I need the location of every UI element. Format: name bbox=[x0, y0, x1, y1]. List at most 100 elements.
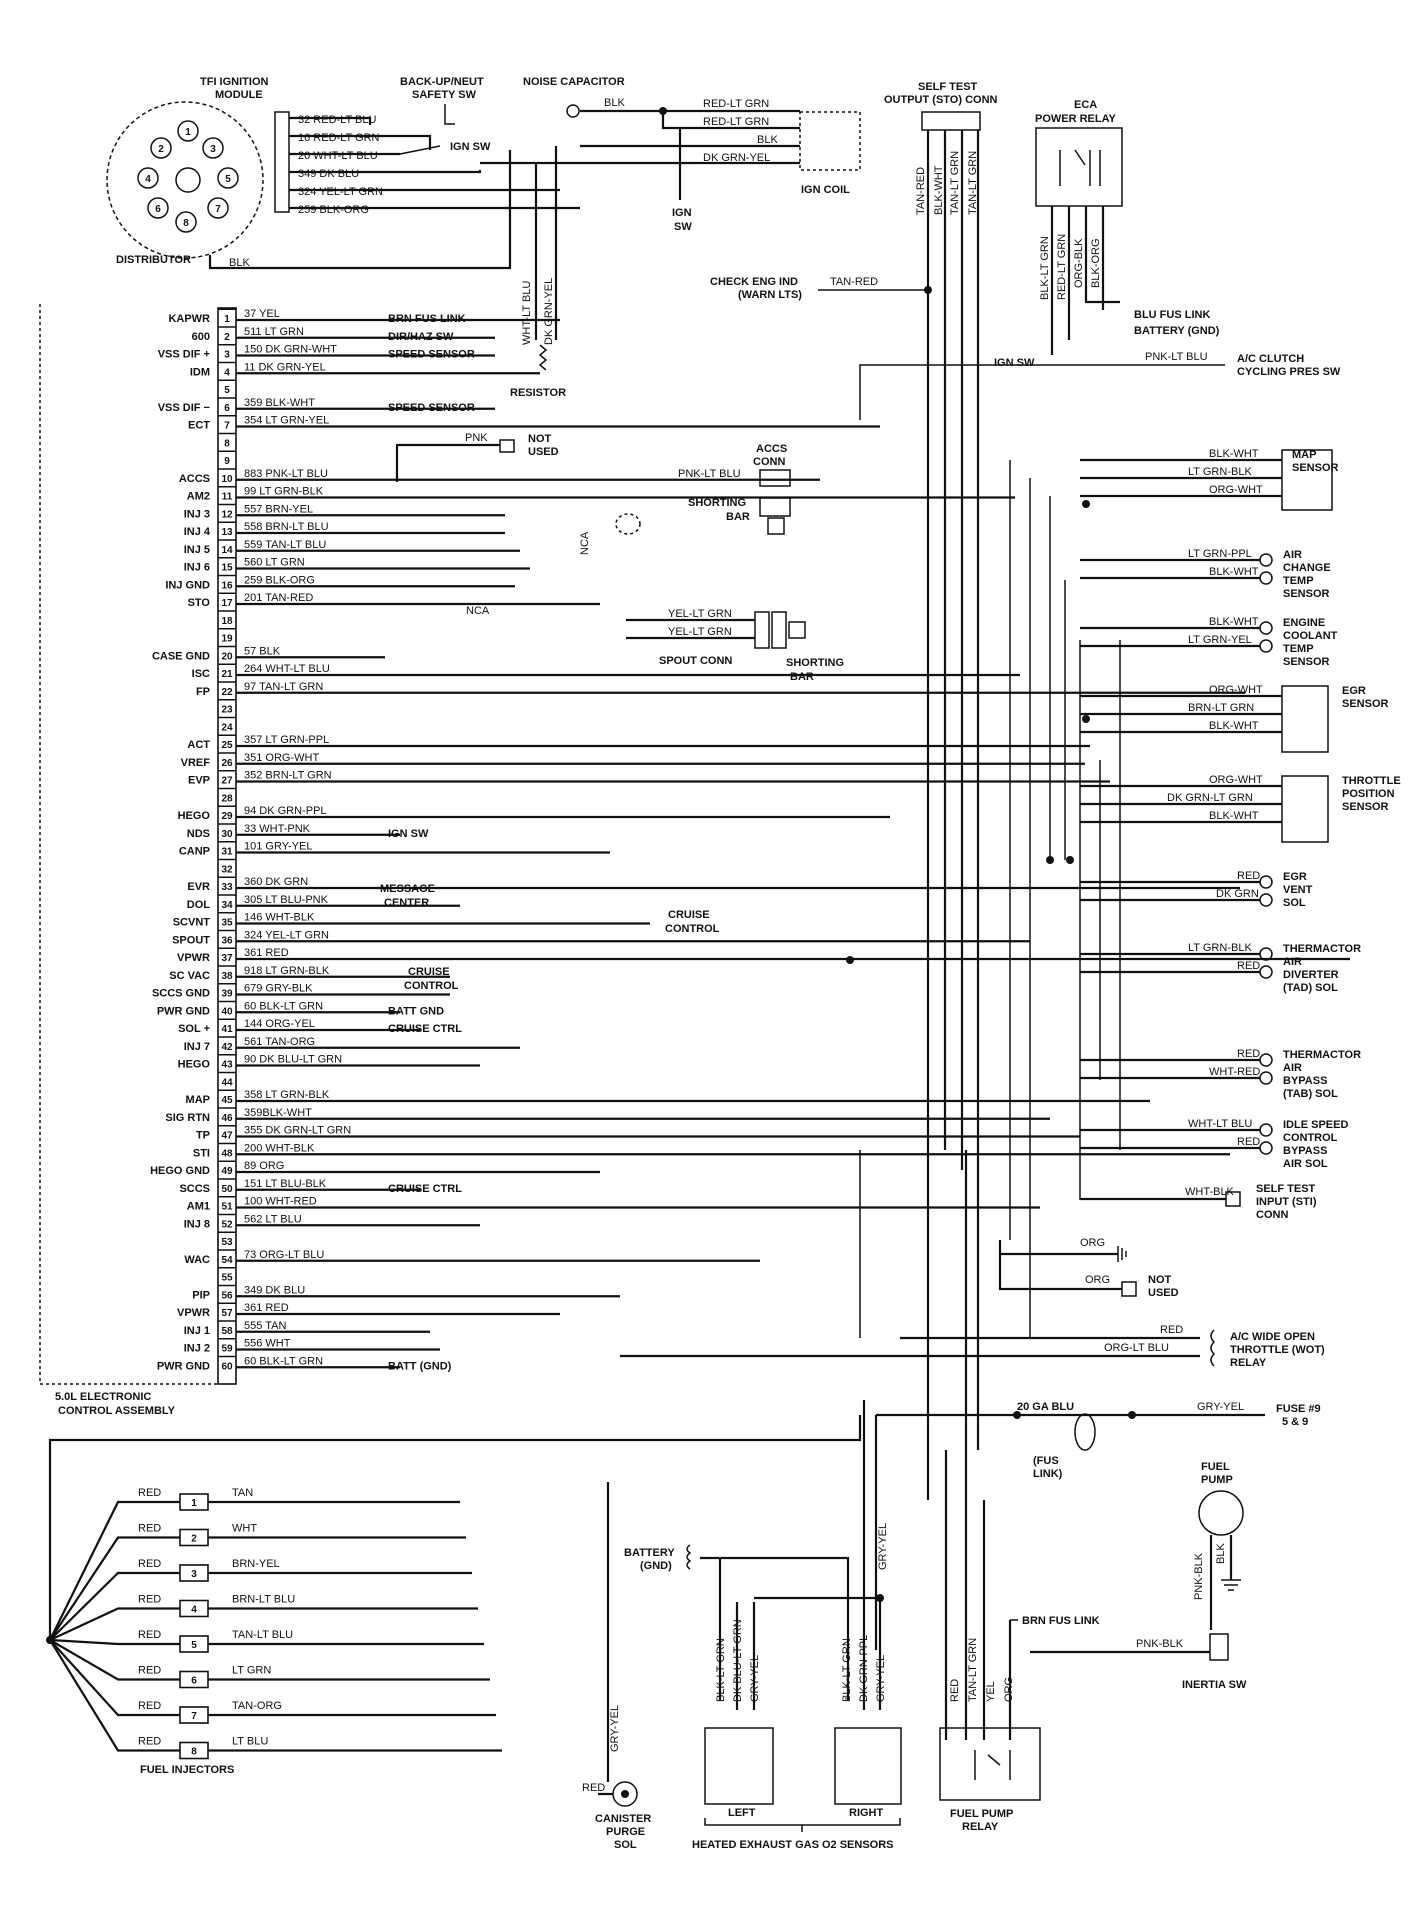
fuse-splice-a bbox=[1013, 1411, 1021, 1419]
o2-battery-line2: (GND) bbox=[640, 1560, 672, 1572]
injector-right-wire: LT GRN bbox=[232, 1665, 271, 1677]
ecu-pin-number: 24 bbox=[221, 722, 233, 733]
ecu-pin-number: 47 bbox=[221, 1131, 233, 1142]
act_sensor-label: CHANGE bbox=[1283, 562, 1331, 574]
self-test-wire-1: TAN-RED bbox=[915, 167, 927, 215]
ecu-pin-number: 8 bbox=[224, 438, 230, 449]
ecu-pin-number: 11 bbox=[222, 492, 233, 503]
o2-gry-yel-splice bbox=[876, 1594, 884, 1602]
ign-coil-body bbox=[799, 111, 861, 171]
egr_vent-label: VENT bbox=[1283, 884, 1313, 896]
self-test-output-connector: SELF TEST OUTPUT (STO) CONN TAN-RED BLK-… bbox=[884, 81, 998, 1500]
o2-bracket bbox=[704, 1818, 901, 1832]
ecu-pin-number: 52 bbox=[221, 1219, 233, 1230]
ecu-pin-wire: 556 WHT bbox=[244, 1338, 291, 1350]
o2-right-label: RIGHT bbox=[849, 1807, 884, 1819]
canister-line2: PURGE bbox=[606, 1826, 645, 1838]
ecu-pin-number: 22 bbox=[221, 687, 233, 698]
tad-wire-label: RED bbox=[1237, 960, 1260, 972]
ecu-pin-name: SC VAC bbox=[169, 970, 210, 982]
fp-relay-wire-1: RED bbox=[949, 1679, 961, 1702]
org-not-used-line bbox=[998, 1240, 1122, 1291]
ecu-pin-number: 4 bbox=[224, 367, 230, 378]
tfi-connector bbox=[274, 111, 290, 213]
coil-ign-sw-line2: SW bbox=[674, 221, 692, 233]
ecu-pin-wire: 90 DK BLU-LT GRN bbox=[244, 1054, 342, 1066]
distributor-terminal bbox=[207, 197, 229, 219]
ecu-pin-wire: 89 ORG bbox=[244, 1160, 284, 1172]
canister-line1: CANISTER bbox=[595, 1813, 651, 1825]
injector-number: 8 bbox=[191, 1747, 197, 1758]
egr_vent-terminal bbox=[1259, 893, 1273, 907]
fuse-wire-right: GRY-YEL bbox=[1197, 1401, 1244, 1413]
sti-label: SELF TEST bbox=[1256, 1183, 1316, 1195]
coil-wire-1: RED-LT GRN bbox=[703, 98, 769, 110]
fus-link-line1: (FUS bbox=[1033, 1455, 1059, 1467]
ecu-pin-wire: 259 BLK-ORG bbox=[244, 574, 315, 586]
distributor-label: DISTRIBUTOR bbox=[116, 254, 191, 266]
ecu-pin-name: INJ GND bbox=[165, 579, 210, 591]
tfi-wires bbox=[289, 116, 580, 210]
sti-label: INPUT (STI) bbox=[1256, 1196, 1317, 1208]
eca-blu-fus-link: BLU FUS LINK bbox=[1134, 309, 1210, 321]
tfi-wire-6: 259 BLK-ORG bbox=[298, 204, 369, 216]
o2-right-wire-1: BLK-LT GRN bbox=[841, 1638, 853, 1702]
fuel-pump-leads bbox=[1209, 1535, 1233, 1630]
ecu-pin-number: 15 bbox=[221, 563, 233, 574]
ecu-pin-wire: 146 WHT-BLK bbox=[244, 912, 315, 924]
tfi-wire-3: 20 WHT-LT BLU bbox=[298, 150, 378, 162]
bus-splice bbox=[1082, 500, 1090, 508]
spout-wire-lines bbox=[626, 618, 755, 640]
ecu-pin-name: SIG RTN bbox=[165, 1112, 210, 1124]
ac-clutch-wire-line bbox=[859, 364, 1225, 420]
o2-right-leads bbox=[862, 1400, 882, 1710]
ecu-pin-name: EVP bbox=[188, 775, 210, 787]
distributor-terminal-label: 3 bbox=[210, 144, 216, 155]
accs-shorting-cap bbox=[767, 517, 785, 535]
canister-terminal bbox=[621, 1790, 629, 1798]
egr_sensor-wire-label: BLK-WHT bbox=[1209, 720, 1259, 732]
o2-left-leads bbox=[735, 1602, 756, 1710]
ecu-pin-name: SPOUT bbox=[172, 934, 210, 946]
ecu-pin-wire: 352 BRN-LT GRN bbox=[244, 770, 332, 782]
ecu-pin-number: 20 bbox=[221, 651, 233, 662]
ecu-pin-number: 29 bbox=[221, 811, 233, 822]
spout-plug-a bbox=[754, 611, 770, 649]
injector-number: 6 bbox=[191, 1676, 197, 1687]
ecu-pin-wire: 57 BLK bbox=[244, 645, 281, 657]
self-test-line2: OUTPUT (STO) CONN bbox=[884, 94, 998, 106]
injector-left-wire: RED bbox=[138, 1594, 161, 1606]
fuel-pump-wire-2: BLK bbox=[1215, 1543, 1227, 1564]
wot-wire-2: ORG-LT BLU bbox=[1104, 1342, 1169, 1354]
ect_sensor-label: TEMP bbox=[1283, 643, 1314, 655]
ecu-pin-name: 600 bbox=[192, 331, 210, 343]
fp-relay-contacts bbox=[974, 1750, 1011, 1780]
ecu-pin-number: 5 bbox=[224, 385, 230, 396]
backup-neutral-switch: BACK-UP/NEUT SAFETY SW bbox=[400, 76, 484, 125]
ecu-pin-destination: CRUISE CTRL bbox=[388, 1023, 462, 1035]
distributor-terminal bbox=[175, 211, 197, 233]
injector-power-feed bbox=[48, 1415, 862, 1640]
ecu-pin-name: HEGO bbox=[178, 810, 211, 822]
fp-relay-leads bbox=[944, 1150, 1012, 1740]
ecu-pin-wire: 555 TAN bbox=[244, 1320, 286, 1332]
ecu-pin-name: IDM bbox=[190, 366, 210, 378]
ecu-pin-number: 6 bbox=[224, 403, 230, 414]
isc-label: IDLE SPEED bbox=[1283, 1119, 1348, 1131]
tfi-wire-4: 349 DK BLU bbox=[298, 168, 359, 180]
ect_sensor-label: SENSOR bbox=[1283, 656, 1330, 668]
distributor-terminal bbox=[147, 197, 169, 219]
egr_vent-label: EGR bbox=[1283, 871, 1307, 883]
distributor-terminal-label: 2 bbox=[158, 144, 164, 155]
ecu-pin-name: STI bbox=[193, 1147, 210, 1159]
tad-label: AIR bbox=[1283, 956, 1302, 968]
fuel-pump-line2: PUMP bbox=[1201, 1474, 1233, 1486]
ecu-pin-number: 18 bbox=[221, 616, 233, 627]
ecu-pin-number: 36 bbox=[221, 935, 233, 946]
eca-wire-lines bbox=[1050, 206, 1120, 355]
ect_sensor-terminal bbox=[1259, 621, 1273, 635]
self-test-wire-4: TAN-LT GRN bbox=[967, 151, 979, 215]
ecu-pin-number: 21 bbox=[221, 669, 233, 680]
